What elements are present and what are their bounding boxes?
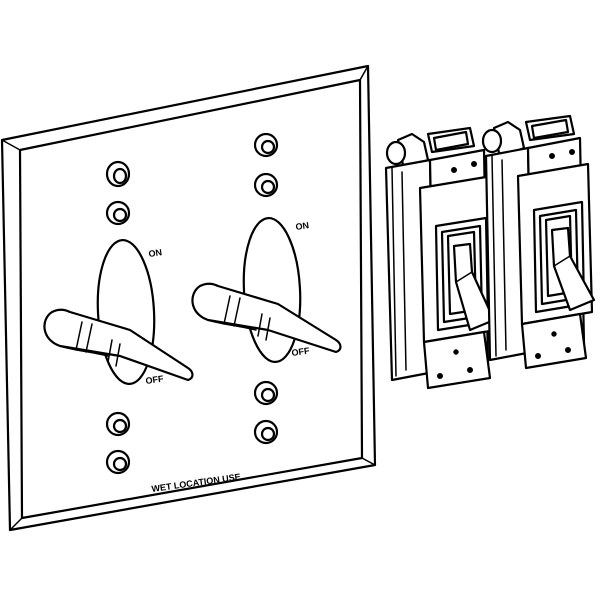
screw-hole (253, 132, 279, 158)
right-screw-holes (253, 132, 279, 445)
right-lever-handle (191, 282, 342, 354)
left-screw-holes (105, 160, 131, 475)
screw-hole (253, 172, 279, 198)
screw-hole (105, 411, 131, 437)
cover-plate-face (18, 78, 364, 520)
toggle-switch-right (481, 114, 596, 370)
right-off-label: OFF (291, 346, 311, 358)
screw-hole (253, 380, 279, 406)
right-on-label: ON (295, 220, 310, 232)
left-on-label: ON (148, 247, 163, 259)
left-off-label: OFF (145, 374, 165, 386)
cover-plate: ON ON OFF OFF WET LOCATION USE (0, 64, 377, 532)
toggle-switch-left (384, 126, 498, 390)
screw-hole (105, 200, 131, 226)
screw-hole (105, 449, 131, 475)
left-lever-handle (43, 308, 194, 382)
screw-hole (105, 160, 131, 188)
screw-hole (253, 419, 279, 445)
